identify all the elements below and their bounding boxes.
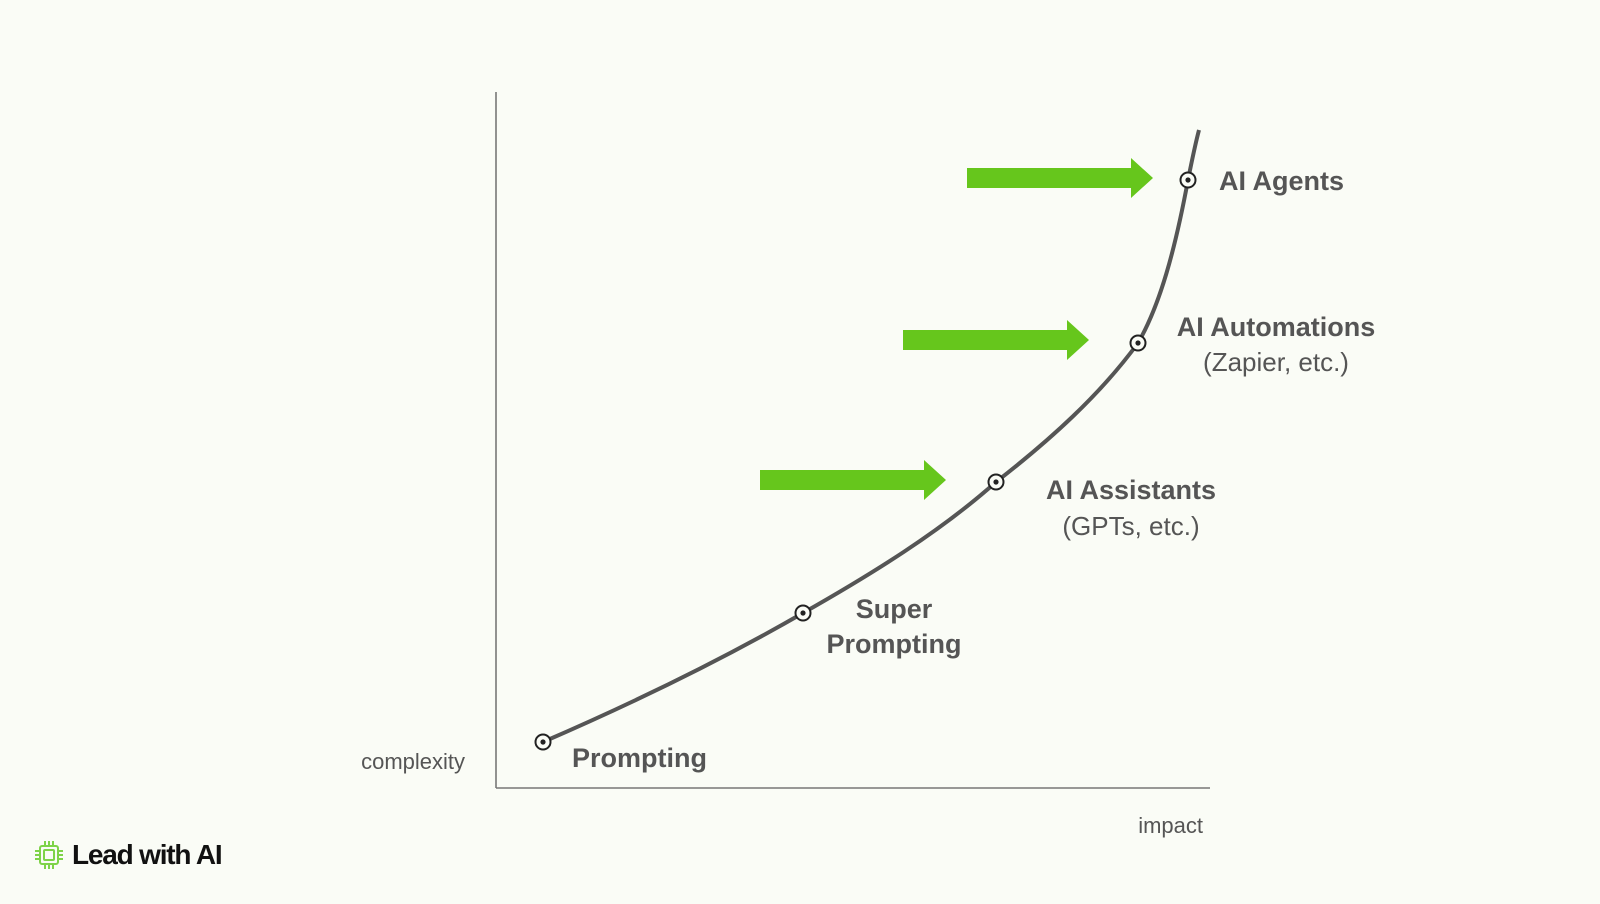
label-super-prompting-line1: Super <box>856 594 933 624</box>
marker-prompting <box>534 733 552 751</box>
marker-ai-automations <box>1129 334 1147 352</box>
y-axis-label: complexity <box>361 749 465 774</box>
label-ai-agents: AI Agents <box>1219 166 1344 196</box>
brand-logo: Lead with AI <box>34 838 223 872</box>
marker-super-prompting <box>794 604 812 622</box>
brand-name: Lead with AI <box>72 839 223 870</box>
label-ai-automations: AI Automations <box>1177 312 1376 342</box>
markers-group <box>534 171 1197 751</box>
arrows-group <box>760 158 1153 500</box>
chip-icon <box>35 841 63 869</box>
label-ai-assistants-sub: (GPTs, etc.) <box>1062 511 1199 541</box>
arrow-ai-automations <box>903 320 1089 360</box>
arrow-ai-assistants <box>760 460 946 500</box>
x-axis-label: impact <box>1138 813 1203 838</box>
label-ai-assistants: AI Assistants <box>1046 475 1216 505</box>
adoption-curve <box>542 129 1201 744</box>
arrow-ai-agents <box>967 158 1153 198</box>
label-prompting: Prompting <box>572 743 707 773</box>
label-ai-automations-sub: (Zapier, etc.) <box>1203 347 1349 377</box>
marker-ai-agents <box>1179 171 1197 189</box>
marker-ai-assistants <box>987 473 1005 491</box>
label-super-prompting-line2: Prompting <box>827 629 962 659</box>
